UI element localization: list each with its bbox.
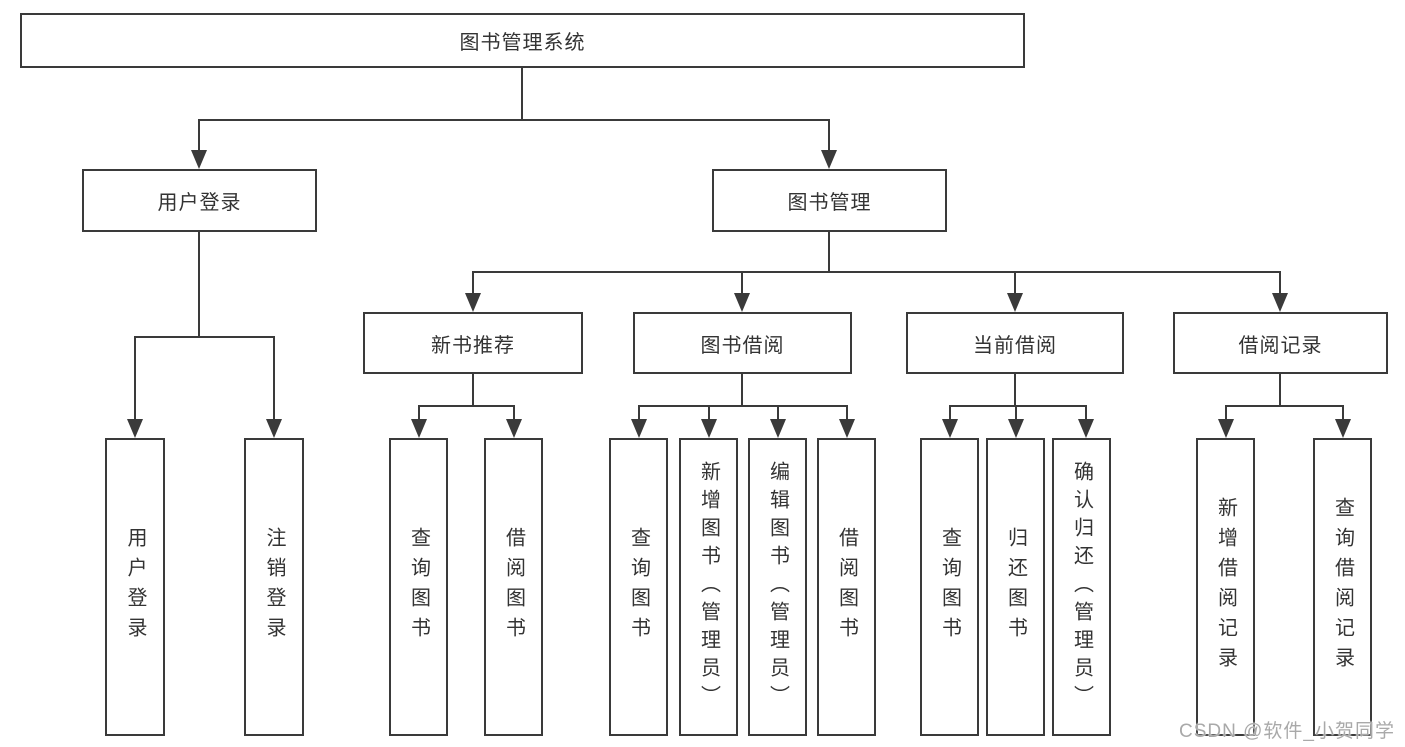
arrowhead-icon (821, 150, 837, 169)
node-leaf-borrow-books: 借阅图书 (484, 438, 543, 736)
node-leaf-edit-books-admin: 编辑图书（管理员） (748, 438, 807, 736)
node-book-borrow: 图书借阅 (633, 312, 852, 374)
arrowhead-icon (266, 419, 282, 438)
connector-line (1225, 405, 1227, 424)
arrowhead-icon (1008, 419, 1024, 438)
connector-line (828, 119, 830, 155)
arrowhead-icon (465, 293, 481, 312)
node-leaf-user-login: 用户登录 (105, 438, 165, 736)
arrowhead-icon (1218, 419, 1234, 438)
arrowhead-icon (191, 150, 207, 169)
connector-line (1015, 405, 1017, 424)
connector-line (708, 405, 710, 424)
connector-line (1014, 271, 1016, 298)
arrowhead-icon (1007, 293, 1023, 312)
connector-line (1342, 405, 1344, 424)
connector-line (418, 405, 515, 407)
connector-line (949, 405, 1087, 407)
arrowhead-icon (734, 293, 750, 312)
node-leaf-query-books: 查询图书 (920, 438, 979, 736)
connector-line (513, 405, 515, 424)
connector-line (134, 336, 136, 424)
connector-line (1279, 374, 1281, 407)
connector-line (1225, 405, 1344, 407)
arrowhead-icon (127, 419, 143, 438)
node-root: 图书管理系统 (20, 13, 1025, 68)
connector-line (949, 405, 951, 424)
node-book-management: 图书管理 (712, 169, 947, 232)
node-leaf-query-books: 查询图书 (389, 438, 448, 736)
connector-line (521, 68, 523, 121)
node-leaf-query-borrow-record: 查询借阅记录 (1313, 438, 1372, 736)
node-leaf-return-books: 归还图书 (986, 438, 1045, 736)
node-leaf-query-books: 查询图书 (609, 438, 668, 736)
node-leaf-borrow-books: 借阅图书 (817, 438, 876, 736)
arrowhead-icon (506, 419, 522, 438)
connector-line (777, 405, 779, 424)
connector-line (638, 405, 848, 407)
node-user-login: 用户登录 (82, 169, 317, 232)
node-leaf-logout: 注销登录 (244, 438, 304, 736)
connector-line (273, 336, 275, 424)
node-new-book-recommend: 新书推荐 (363, 312, 583, 374)
node-leaf-add-borrow-record: 新增借阅记录 (1196, 438, 1255, 736)
node-leaf-add-books-admin: 新增图书（管理员） (679, 438, 738, 736)
connector-line (472, 271, 474, 298)
connector-line (1085, 405, 1087, 424)
connector-line (846, 405, 848, 424)
arrowhead-icon (770, 419, 786, 438)
arrowhead-icon (701, 419, 717, 438)
connector-line (134, 336, 275, 338)
connector-line (198, 119, 200, 155)
connector-line (472, 271, 1281, 273)
connector-line (741, 374, 743, 407)
watermark: CSDN @软件_小贺同学 (1179, 721, 1395, 742)
connector-line (741, 271, 743, 298)
connector-line (472, 374, 474, 407)
node-leaf-confirm-return-admin: 确认归还（管理员） (1052, 438, 1111, 736)
connector-line (198, 232, 200, 338)
connector-line (1014, 374, 1016, 407)
connector-line (1279, 271, 1281, 298)
arrowhead-icon (411, 419, 427, 438)
arrowhead-icon (1335, 419, 1351, 438)
arrowhead-icon (1078, 419, 1094, 438)
connector-line (418, 405, 420, 424)
arrowhead-icon (631, 419, 647, 438)
arrowhead-icon (839, 419, 855, 438)
connector-line (198, 119, 830, 121)
connector-line (638, 405, 640, 424)
arrowhead-icon (1272, 293, 1288, 312)
connector-line (828, 232, 830, 273)
node-borrow-records: 借阅记录 (1173, 312, 1388, 374)
node-current-borrow: 当前借阅 (906, 312, 1124, 374)
arrowhead-icon (942, 419, 958, 438)
